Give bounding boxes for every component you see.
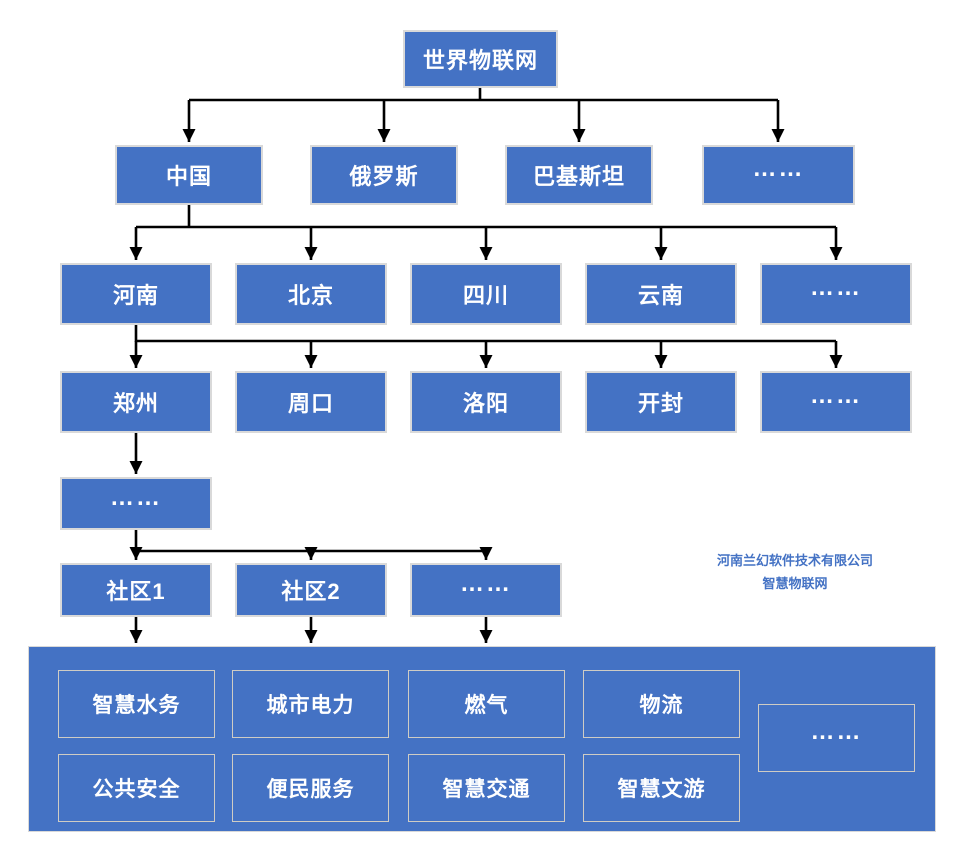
service-more: ……: [758, 704, 915, 772]
node-community-2: 社区2: [235, 563, 387, 617]
ellipsis-label: ……: [460, 569, 512, 597]
node-kaifeng: 开封: [585, 371, 737, 433]
node-yunnan: 云南: [585, 263, 737, 325]
node-more-cities: ……: [760, 371, 912, 433]
watermark: 河南兰幻软件技术有限公司 智慧物联网: [655, 550, 935, 596]
node-more-provinces: ……: [760, 263, 912, 325]
node-community-1: 社区1: [60, 563, 212, 617]
node-zhoukou: 周口: [235, 371, 387, 433]
service-gas: 燃气: [408, 670, 565, 738]
node-beijing: 北京: [235, 263, 387, 325]
service-convenience: 便民服务: [232, 754, 389, 822]
node-more-communities: ……: [410, 563, 562, 617]
node-more-districts: ……: [60, 477, 212, 530]
node-zhengzhou: 郑州: [60, 371, 212, 433]
ellipsis-label: ……: [810, 381, 862, 409]
node-luoyang: 洛阳: [410, 371, 562, 433]
node-china: 中国: [115, 145, 263, 205]
ellipsis-label: ……: [110, 483, 162, 511]
node-henan: 河南: [60, 263, 212, 325]
service-smart-traffic: 智慧交通: [408, 754, 565, 822]
service-smart-tourism: 智慧文游: [583, 754, 740, 822]
ellipsis-label: ……: [752, 154, 805, 182]
watermark-product: 智慧物联网: [762, 575, 828, 591]
node-sichuan: 四川: [410, 263, 562, 325]
service-city-power: 城市电力: [232, 670, 389, 738]
node-pakistan: 巴基斯坦: [505, 145, 653, 205]
node-russia: 俄罗斯: [310, 145, 458, 205]
service-smart-water: 智慧水务: [58, 670, 215, 738]
ellipsis-label: ……: [810, 717, 863, 745]
node-more-countries: ……: [702, 145, 855, 205]
service-public-safety: 公共安全: [58, 754, 215, 822]
ellipsis-label: ……: [810, 273, 862, 301]
watermark-company: 河南兰幻软件技术有限公司: [716, 553, 873, 568]
node-world-iot: 世界物联网: [403, 30, 558, 88]
service-logistics: 物流: [583, 670, 740, 738]
